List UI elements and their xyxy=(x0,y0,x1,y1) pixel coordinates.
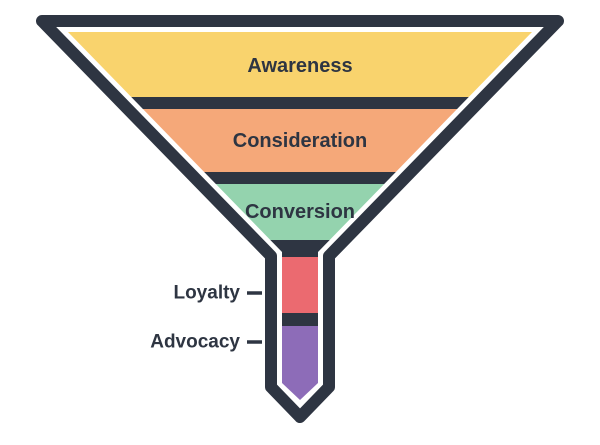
stage-separator-4 xyxy=(68,313,532,326)
stage-label-consideration: Consideration xyxy=(233,130,367,152)
stage-segment-loyalty xyxy=(68,257,532,313)
stage-label-advocacy: Advocacy xyxy=(150,332,240,353)
stage-segment-awareness xyxy=(68,32,532,97)
stage-separator-3 xyxy=(68,240,532,257)
stage-label-loyalty: Loyalty xyxy=(173,283,240,304)
stage-label-awareness: Awareness xyxy=(247,55,352,77)
stage-separator-2 xyxy=(68,172,532,184)
stage-segment-advocacy xyxy=(68,326,532,400)
stage-separator-1 xyxy=(68,97,532,109)
stage-label-conversion: Conversion xyxy=(245,201,355,223)
